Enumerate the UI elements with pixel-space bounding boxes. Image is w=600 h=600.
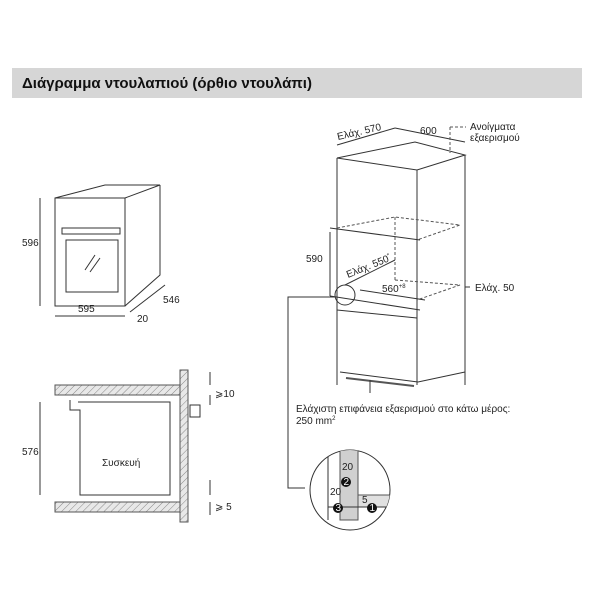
vent-label-line1: Ανοίγματα [470,121,516,133]
marker-2-badge [341,477,351,487]
bottom-gap-label: ⩾ 5 [215,502,232,513]
page-title: Διάγραμμα ντουλαπιού (όρθιο ντουλάπι) [22,75,312,92]
section-header: Διάγραμμα ντουλαπιού (όρθιο ντουλάπι) [12,68,582,98]
detail-magnifier: 20 20 5 1 2 3 [309,449,391,531]
marker-3-badge [333,503,343,513]
niche-width-label: 560+8 [382,284,406,295]
detail-dim-c: 5 [362,495,368,506]
cabinet-drawing: Ελάχ. 570 600 Ανοίγματα εξαερισμού 590 Ε… [287,121,520,489]
appliance-label: Συσκευή [102,457,140,469]
marker-1-badge [367,503,377,513]
oven-height-label: 596 [22,238,39,249]
ventilation-note-line1: Ελάχιστη επιφάνεια εξαερισμού στο κάτω μ… [296,403,510,415]
min-depth-label: Ελάχ. 570 [336,121,383,143]
oven-width-label: 595 [78,304,95,315]
min-gap-label: Ελάχ. 50 [475,282,515,294]
marker-1-label: 1 [370,503,376,514]
detail-dim-b: 20 [330,487,342,498]
oven-door-label: 20 [137,314,149,325]
section-drawing: 576 ⩾10 ⩾ 5 Συσκευή [22,369,235,523]
ventilation-note-line2: 250 mm2 [296,416,336,427]
niche-height-label: 590 [306,254,323,265]
marker-2-label: 2 [344,477,350,488]
oven-depth-label: 546 [163,295,180,306]
section-height-label: 576 [22,447,39,458]
detail-dim-a: 20 [342,462,354,473]
cabinet-width-label: 600 [420,126,437,137]
min-niche-depth-label: Ελάχ. 550* [345,252,394,281]
oven-drawing: 596 595 546 20 [22,184,180,325]
vent-label-line2: εξαερισμού [470,132,520,144]
top-gap-label: ⩾10 [215,389,235,400]
marker-3-label: 3 [336,503,342,514]
